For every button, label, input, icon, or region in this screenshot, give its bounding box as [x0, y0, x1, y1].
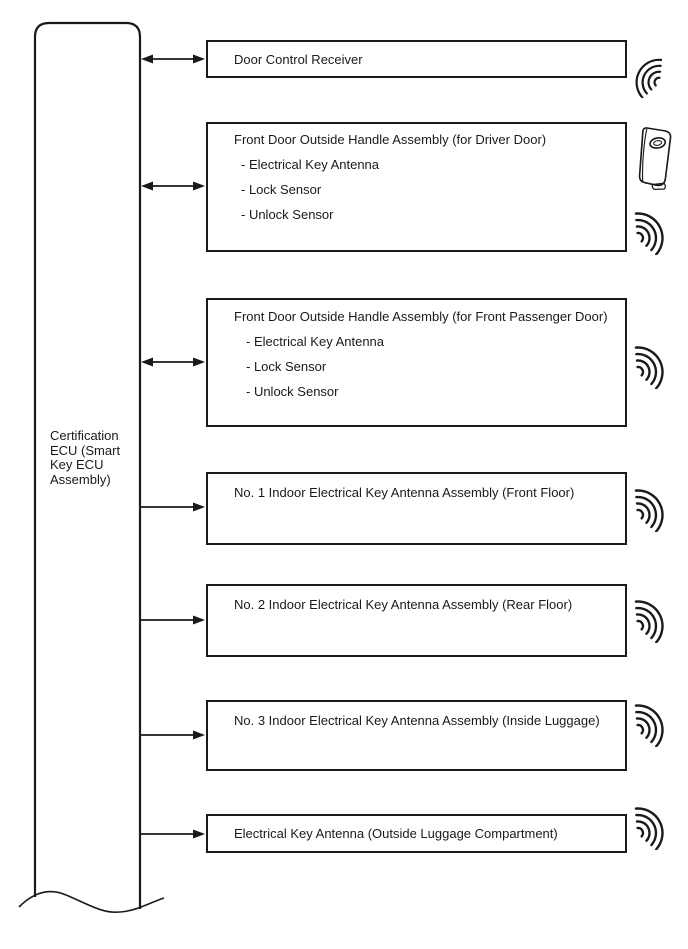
arrow-bidirectional-passenger-door [141, 357, 205, 367]
node-title: Front Door Outside Handle Assembly (for … [234, 132, 547, 147]
node-passenger-door-handle: Front Door Outside Handle Assembly (for … [206, 298, 627, 427]
node-subitem: - Electrical Key Antenna [241, 157, 380, 172]
ecu-box-break-line [18, 890, 165, 913]
node-title: Door Control Receiver [234, 51, 363, 67]
radio-waves-receive-icon [635, 58, 663, 98]
node-indoor-antenna-2: No. 2 Indoor Electrical Key Antenna Asse… [206, 584, 627, 657]
node-subitem: - Lock Sensor [241, 182, 322, 197]
node-title: No. 3 Indoor Electrical Key Antenna Asse… [234, 713, 600, 728]
node-title: Electrical Key Antenna (Outside Luggage … [234, 826, 558, 841]
node-driver-door-handle: Front Door Outside Handle Assembly (for … [206, 122, 627, 252]
node-subitem: - Lock Sensor [246, 359, 327, 374]
node-subitem: - Unlock Sensor [241, 207, 334, 222]
smart-key-fob-icon [638, 127, 672, 191]
radio-waves-transmit-icon [634, 489, 664, 532]
node-title: No. 2 Indoor Electrical Key Antenna Asse… [234, 597, 573, 612]
radio-waves-transmit-icon [634, 212, 664, 255]
certification-ecu-label: Certification ECU (Smart Key ECU Assembl… [50, 428, 121, 487]
arrow-right-antenna-2 [141, 615, 205, 625]
node-door-control-receiver: Door Control Receiver [206, 40, 627, 78]
node-title: Front Door Outside Handle Assembly (for … [234, 309, 608, 324]
node-subitem: - Unlock Sensor [246, 384, 339, 399]
node-subitem: - Electrical Key Antenna [246, 334, 385, 349]
arrow-bidirectional-driver-door [141, 181, 205, 191]
node-indoor-antenna-3: No. 3 Indoor Electrical Key Antenna Asse… [206, 700, 627, 771]
node-title: No. 1 Indoor Electrical Key Antenna Asse… [234, 485, 575, 500]
node-indoor-antenna-1: No. 1 Indoor Electrical Key Antenna Asse… [206, 472, 627, 545]
arrow-bidirectional-door-control [141, 54, 205, 64]
arrow-right-luggage-antenna [141, 829, 205, 839]
radio-waves-transmit-icon [634, 346, 664, 389]
arrow-right-antenna-3 [141, 730, 205, 740]
radio-waves-transmit-icon [634, 704, 664, 747]
arrow-right-antenna-1 [141, 502, 205, 512]
radio-waves-transmit-icon [634, 600, 664, 643]
node-luggage-antenna: Electrical Key Antenna (Outside Luggage … [206, 814, 627, 853]
radio-waves-transmit-icon [634, 807, 664, 850]
